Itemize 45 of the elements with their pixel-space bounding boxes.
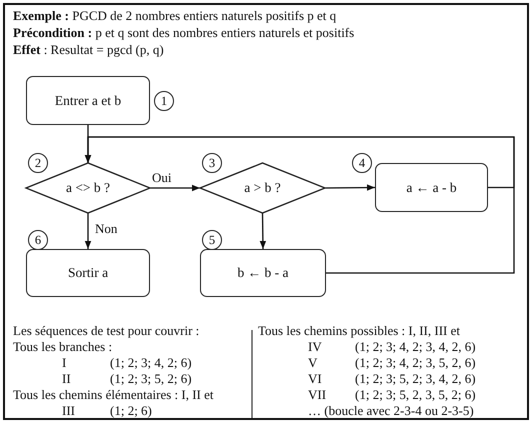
section-heading: Tous les chemins possibles : I, II, III et	[258, 323, 460, 338]
section-heading: Tous les branches :	[13, 339, 112, 354]
process-box	[26, 76, 150, 125]
path-sequence: (1; 2; 3; 4, 2; 6)	[110, 355, 192, 370]
path-id: VI	[308, 371, 322, 386]
path-sequence: (1; 2; 3; 5, 2; 6)	[110, 371, 192, 386]
step-number: 2	[28, 153, 48, 173]
header-text: Précondition : p et q sont des nombres entiers naturels et positifs	[13, 25, 354, 40]
step-number: 4	[352, 153, 372, 173]
note-text: … (boucle avec 2-3-4 ou 2-3-5)	[308, 403, 474, 418]
arrow	[84, 136, 515, 274]
path-id: III	[62, 403, 75, 418]
path-id: II	[62, 371, 71, 386]
node-text: b ← b - a	[238, 265, 288, 281]
node-text: a <> b ?	[66, 180, 110, 196]
path-sequence: (1; 2; 3; 4, 2; 3, 4, 2, 6)	[355, 339, 476, 354]
node-text: a > b ?	[244, 180, 281, 196]
path-sequence: (1; 2; 3; 4, 2; 3, 5, 2, 6)	[355, 355, 476, 370]
path-id: VII	[308, 387, 326, 402]
arrow	[84, 213, 92, 249]
process-box	[375, 163, 488, 212]
arrow	[150, 184, 200, 192]
path-sequence: (1; 2; 3; 5, 2; 3, 4, 2, 6)	[355, 371, 476, 386]
process-box	[200, 249, 326, 297]
path-id: IV	[308, 339, 322, 354]
step-number: 3	[202, 153, 222, 173]
node-text: a ← a - b	[406, 180, 457, 196]
arrow	[325, 184, 375, 191]
node-text: Sortir a	[68, 265, 108, 281]
arrow	[260, 213, 266, 249]
step-number: 5	[202, 230, 222, 250]
path-sequence: (1; 2; 3; 5, 2, 3, 5, 2; 6)	[355, 387, 476, 402]
header-text: Effet : Resultat = pgcd (p, q)	[13, 42, 164, 57]
section-heading: Tous les chemins élémentaires : I, II et	[13, 387, 214, 402]
header-text: Exemple : PGCD de 2 nombres entiers naturels positifs p et q	[13, 8, 336, 23]
path-id: V	[308, 355, 318, 370]
edge-label: Oui	[151, 171, 172, 184]
node-text: Entrer a et b	[54, 92, 122, 108]
step-number: 6	[28, 230, 48, 250]
path-id: I	[62, 355, 66, 370]
path-sequence: (1; 2; 6)	[110, 403, 152, 418]
edge-label: Non	[94, 222, 118, 235]
step-number: 1	[154, 91, 174, 111]
section-heading: Les séquences de test pour couvrir :	[13, 323, 200, 338]
process-box	[26, 249, 150, 297]
